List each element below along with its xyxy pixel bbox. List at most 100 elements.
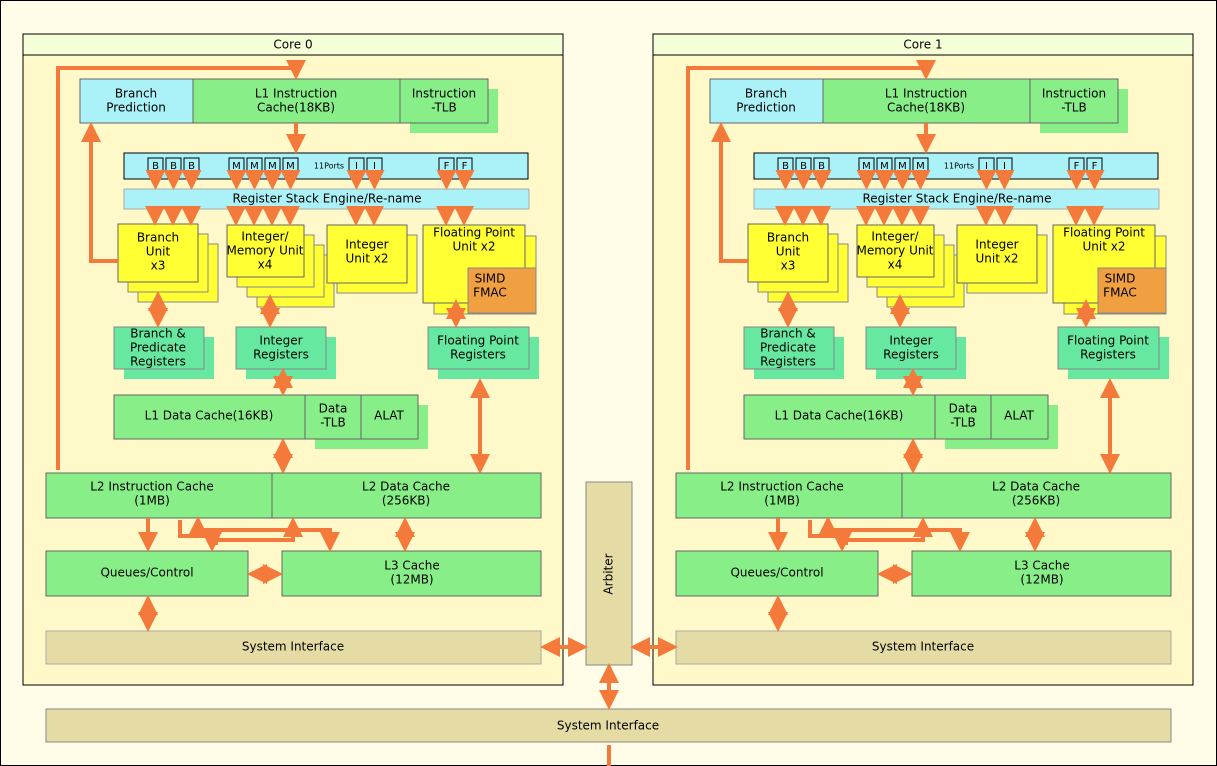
data-tlb-label: Data [319, 402, 348, 416]
l1-instruction-cache-label: Cache(18KB) [887, 101, 965, 115]
port-label: M [232, 161, 241, 172]
fetch-arrow [56, 60, 306, 470]
instruction-tlb-block [1029, 78, 1119, 124]
branch-predicate-registers-label: Branch & [760, 327, 816, 341]
integer-unit-label: Unit x2 [976, 252, 1019, 266]
core-header [652, 33, 1194, 56]
port-label: B [188, 161, 195, 172]
data-tlb-label: -TLB [320, 416, 345, 430]
data-tlb-label: -TLB [950, 416, 975, 430]
register-stack-engine-label: Register Stack Engine/Re-name [863, 192, 1052, 206]
l1-instruction-cache-block [192, 78, 401, 124]
simd-fmac-label: FMAC [473, 286, 507, 300]
branch-predicate-registers-label: Predicate [760, 341, 816, 355]
branch-feedback-arrow [81, 122, 118, 263]
branch-predicate-registers-label: Registers [130, 355, 186, 369]
instruction-tlb-label: -TLB [431, 101, 456, 115]
floating-point-registers-label: Registers [1080, 348, 1136, 362]
branch-prediction-block [79, 78, 194, 124]
l1-data-cache-label: L1 Data Cache(16KB) [775, 409, 904, 423]
port-label: F [444, 161, 450, 172]
core-title: Core 0 [273, 38, 312, 52]
branch-predicate-registers-block [113, 326, 205, 370]
l1-instruction-cache-label: L1 Instruction [255, 87, 337, 101]
l2-instruction-cache-label: L2 Instruction Cache [720, 480, 844, 494]
port-label: B [170, 161, 177, 172]
integer-registers-block [865, 326, 957, 370]
floating-point-registers-label: Floating Point [437, 334, 519, 348]
port-label: I [355, 161, 358, 172]
l2-data-cache-label: (256KB) [382, 494, 430, 508]
port-label: I [1003, 161, 1006, 172]
integer-unit-label: Integer [345, 238, 388, 252]
simd-fmac-block [467, 267, 537, 314]
branch-unit-label: x3 [781, 259, 796, 273]
floating-point-registers-block [1057, 326, 1160, 370]
arbiter-block: Arbiter [585, 481, 633, 666]
port-label: B [782, 161, 789, 172]
arbiter-label: Arbiter [602, 553, 616, 594]
integer-memory-unit-label: x4 [888, 258, 903, 272]
core-system-interface-label: System Interface [872, 640, 974, 654]
instruction-tlb-label: -TLB [1061, 101, 1086, 115]
port-label: M [898, 161, 907, 172]
integer-memory-unit-label: Memory Unit [226, 244, 303, 258]
integer-registers-label: Registers [883, 348, 939, 362]
port-label: B [800, 161, 807, 172]
shared-system-interface-label: System Interface [557, 719, 659, 733]
l2-instruction-cache-label: (1MB) [764, 494, 800, 508]
queues-l2d-link-arrow [214, 517, 303, 545]
l3-cache-label: L3 Cache [1014, 559, 1069, 573]
l1-instruction-cache-label: Cache(18KB) [257, 101, 335, 115]
branch-predicate-registers-label: Predicate [130, 341, 186, 355]
l2-instruction-cache-block [45, 472, 273, 519]
l2i-l3-link-arrow [818, 516, 970, 552]
floating-point-registers-label: Registers [450, 348, 506, 362]
l2i-l3-link-arrow [188, 516, 340, 552]
core-system-interface-block [45, 630, 542, 665]
floating-point-unit-label: Unit x2 [1083, 240, 1126, 254]
floating-point-unit-label: Unit x2 [453, 240, 496, 254]
core-title: Core 1 [903, 38, 942, 52]
queues-l2d-link-arrow [844, 517, 933, 545]
integer-unit-label: Unit x2 [346, 252, 389, 266]
alat-label: ALAT [374, 409, 404, 423]
instruction-tlb-label: Instruction [412, 87, 476, 101]
l2-data-cache-label: L2 Data Cache [992, 480, 1080, 494]
floating-point-registers-label: Floating Point [1067, 334, 1149, 348]
l1-data-cache-block [743, 394, 936, 440]
data-tlb-block [934, 394, 992, 440]
register-stack-engine-block [753, 188, 1160, 210]
queues-control-label: Queues/Control [730, 566, 823, 580]
l2-data-cache-block [901, 472, 1172, 519]
port-label: F [462, 161, 468, 172]
register-stack-engine-label: Register Stack Engine/Re-name [233, 192, 422, 206]
queues-control-label: Queues/Control [100, 566, 193, 580]
ports-count-label: 11Ports [944, 162, 974, 171]
integer-memory-unit-label: x4 [258, 258, 273, 272]
l1-instruction-cache-label: L1 Instruction [885, 87, 967, 101]
instruction-tlb-block [399, 78, 489, 124]
simd-fmac-label: FMAC [1103, 286, 1137, 300]
branch-predicate-registers-label: Registers [760, 355, 816, 369]
l3-cache-block [281, 550, 542, 597]
integer-memory-unit-label: Integer/ [241, 230, 289, 244]
branch-unit-label: Unit [146, 245, 171, 259]
integer-registers-label: Integer [889, 334, 932, 348]
simd-fmac-block [1097, 267, 1167, 314]
branch-prediction-label: Prediction [736, 101, 796, 115]
branch-unit-label: x3 [151, 259, 166, 273]
branch-prediction-label: Branch [745, 87, 787, 101]
instruction-tlb-label: Instruction [1042, 87, 1106, 101]
integer-memory-unit-label: Integer/ [871, 230, 919, 244]
branch-prediction-label: Prediction [106, 101, 166, 115]
port-label: B [818, 161, 825, 172]
l3-cache-label: (12MB) [1020, 573, 1063, 587]
simd-fmac-label: SIMD [1105, 272, 1136, 286]
l2-instruction-cache-label: (1MB) [134, 494, 170, 508]
integer-registers-label: Integer [259, 334, 302, 348]
